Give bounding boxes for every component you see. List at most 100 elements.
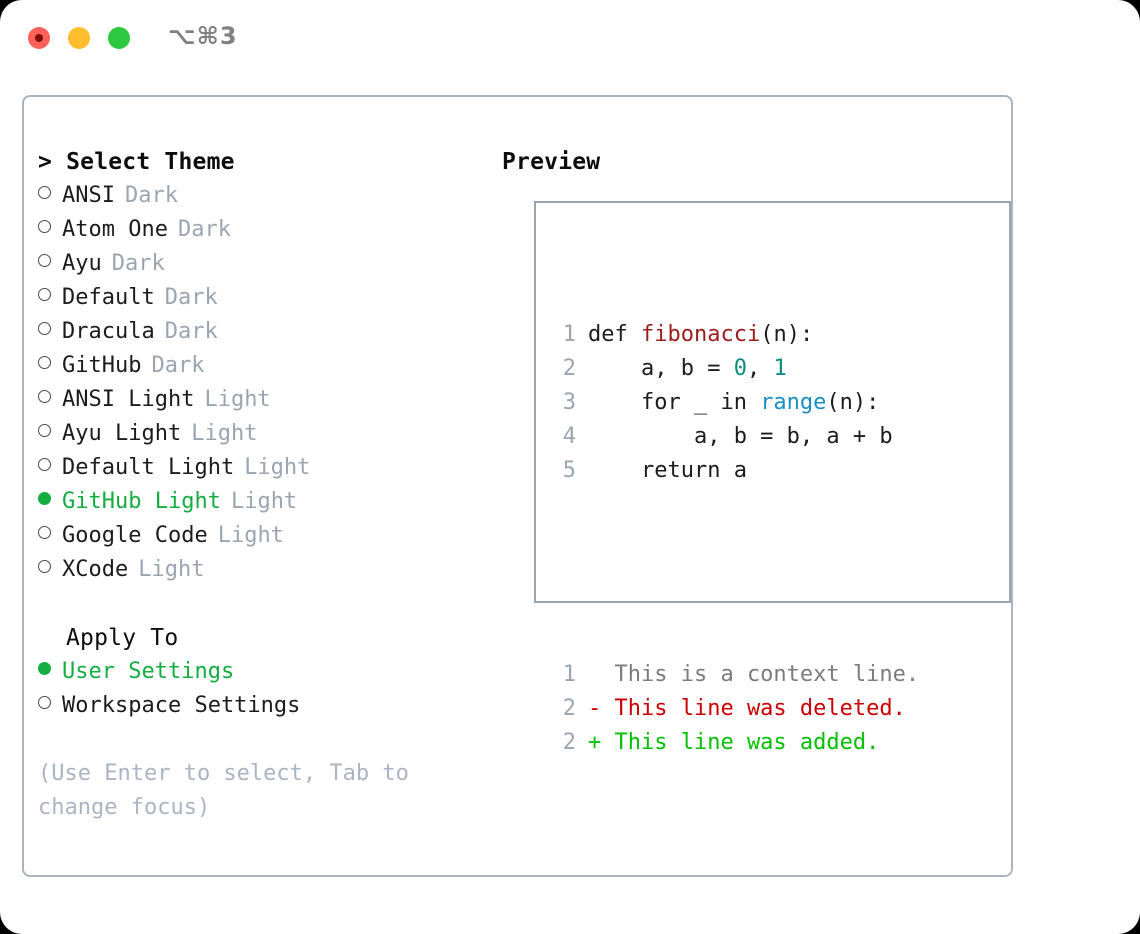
theme-option-xcode[interactable]: XCode Light xyxy=(38,553,498,587)
code-diff-separator xyxy=(554,556,919,590)
theme-option-label: XCode xyxy=(62,557,129,582)
apply-option-workspace-settings[interactable]: Workspace Settings xyxy=(38,689,498,723)
code-token: (n): xyxy=(760,322,814,347)
apply-to-heading: Apply To xyxy=(66,625,179,651)
theme-variant-tag: Dark xyxy=(151,353,205,378)
theme-variant-tag: Dark xyxy=(111,251,165,276)
radio-unselected-icon[interactable] xyxy=(38,356,51,369)
keyboard-shortcut-label: ⌥⌘3 xyxy=(168,22,238,50)
theme-variant-tag: Light xyxy=(138,557,205,582)
code-line: 4 a, b = b, a + b xyxy=(554,420,919,454)
apply-option-user-settings[interactable]: User Settings xyxy=(38,655,498,689)
radio-unselected-icon[interactable] xyxy=(38,186,51,199)
list-spacer xyxy=(38,587,498,621)
theme-option-github[interactable]: GitHub Dark xyxy=(38,349,498,383)
theme-option-github-light[interactable]: GitHub Light Light xyxy=(38,485,498,519)
minimize-window-button[interactable] xyxy=(68,27,90,49)
line-number: 4 xyxy=(562,424,576,449)
theme-variant-tag: Dark xyxy=(164,285,218,310)
title-bar: ⌥⌘3 xyxy=(0,0,1140,76)
theme-option-label: Google Code xyxy=(62,523,208,548)
line-number: 1 xyxy=(562,662,576,687)
code-line: 2 a, b = 0, 1 xyxy=(554,352,919,386)
theme-variant-tag: Light xyxy=(191,421,258,446)
diff-line-text: + This line was added. xyxy=(588,730,880,755)
radio-unselected-icon[interactable] xyxy=(38,560,51,573)
theme-option-google-code[interactable]: Google Code Light xyxy=(38,519,498,553)
code-line: 3 for _ in range(n): xyxy=(554,386,919,420)
diff-line-add: 2 + This line was added. xyxy=(554,726,919,760)
radio-unselected-icon[interactable] xyxy=(38,322,51,335)
radio-unselected-icon[interactable] xyxy=(38,458,51,471)
theme-option-label: GitHub xyxy=(62,353,142,378)
code-token: def xyxy=(588,322,641,347)
theme-variant-tag: Dark xyxy=(124,183,178,208)
code-token: a, b = b, a + b xyxy=(588,424,893,449)
theme-option-default-light[interactable]: Default Light Light xyxy=(38,451,498,485)
radio-unselected-icon[interactable] xyxy=(38,696,51,709)
code-token: fibonacci xyxy=(640,322,761,347)
diff-line-text: This is a context line. xyxy=(588,662,920,687)
line-number: 2 xyxy=(562,696,576,721)
line-number: 1 xyxy=(562,322,576,347)
code-token: , xyxy=(746,356,774,381)
diff-sample: 1 This is a context line. 2 - This line wa… xyxy=(554,658,919,760)
theme-variant-tag: Light xyxy=(244,455,311,480)
code-token: return a xyxy=(588,458,747,483)
theme-option-dracula[interactable]: Dracula Dark xyxy=(38,315,498,349)
apply-option-label: Workspace Settings xyxy=(62,693,301,718)
theme-variant-tag: Dark xyxy=(177,217,231,242)
code-token: range xyxy=(760,390,827,415)
radio-unselected-icon[interactable] xyxy=(38,424,51,437)
line-number: 2 xyxy=(562,730,576,755)
keyboard-hint-text: (Use Enter to select, Tab to change focu… xyxy=(38,761,409,820)
code-token: 0 xyxy=(733,356,747,381)
theme-option-label: Default xyxy=(62,285,155,310)
theme-option-label: Ayu Light xyxy=(62,421,182,446)
radio-unselected-icon[interactable] xyxy=(38,254,51,267)
preview-heading: Preview xyxy=(502,149,601,175)
theme-variant-tag: Dark xyxy=(164,319,218,344)
diff-line-del: 2 - This line was deleted. xyxy=(554,692,919,726)
radio-selected-icon[interactable] xyxy=(38,492,51,505)
code-token: for _ in xyxy=(588,390,761,415)
radio-unselected-icon[interactable] xyxy=(38,220,51,233)
diff-line-text: - This line was deleted. xyxy=(588,696,906,721)
radio-unselected-icon[interactable] xyxy=(38,288,51,301)
theme-option-atom-one[interactable]: Atom One Dark xyxy=(38,213,498,247)
line-number: 2 xyxy=(562,356,576,381)
theme-variant-tag: Light xyxy=(204,387,271,412)
code-token: (n): xyxy=(826,390,880,415)
diff-line-ctx: 1 This is a context line. xyxy=(554,658,919,692)
radio-unselected-icon[interactable] xyxy=(38,526,51,539)
theme-variant-tag: Light xyxy=(217,523,284,548)
theme-option-ansi-light[interactable]: ANSI Light Light xyxy=(38,383,498,417)
theme-option-label: ANSI xyxy=(62,183,115,208)
code-line: 1 def fibonacci(n): xyxy=(554,318,919,352)
theme-option-default[interactable]: Default Dark xyxy=(38,281,498,315)
theme-option-ayu[interactable]: Ayu Dark xyxy=(38,247,498,281)
line-number: 3 xyxy=(562,390,576,415)
radio-selected-icon[interactable] xyxy=(38,662,51,675)
theme-option-ayu-light[interactable]: Ayu Light Light xyxy=(38,417,498,451)
select-theme-heading: > Select Theme xyxy=(38,149,235,175)
theme-option-ansi[interactable]: ANSI Dark xyxy=(38,179,498,213)
theme-option-label: Default Light xyxy=(62,455,235,480)
radio-unselected-icon[interactable] xyxy=(38,390,51,403)
theme-option-label: ANSI Light xyxy=(62,387,195,412)
close-window-button[interactable] xyxy=(28,27,50,49)
maximize-window-button[interactable] xyxy=(108,27,130,49)
theme-variant-tag: Light xyxy=(230,489,298,514)
theme-option-label: Ayu xyxy=(62,251,102,276)
code-token: a, b = xyxy=(588,356,734,381)
theme-option-label: GitHub Light xyxy=(62,489,221,514)
theme-option-label: Dracula xyxy=(62,319,155,344)
theme-option-label: Atom One xyxy=(62,217,168,242)
